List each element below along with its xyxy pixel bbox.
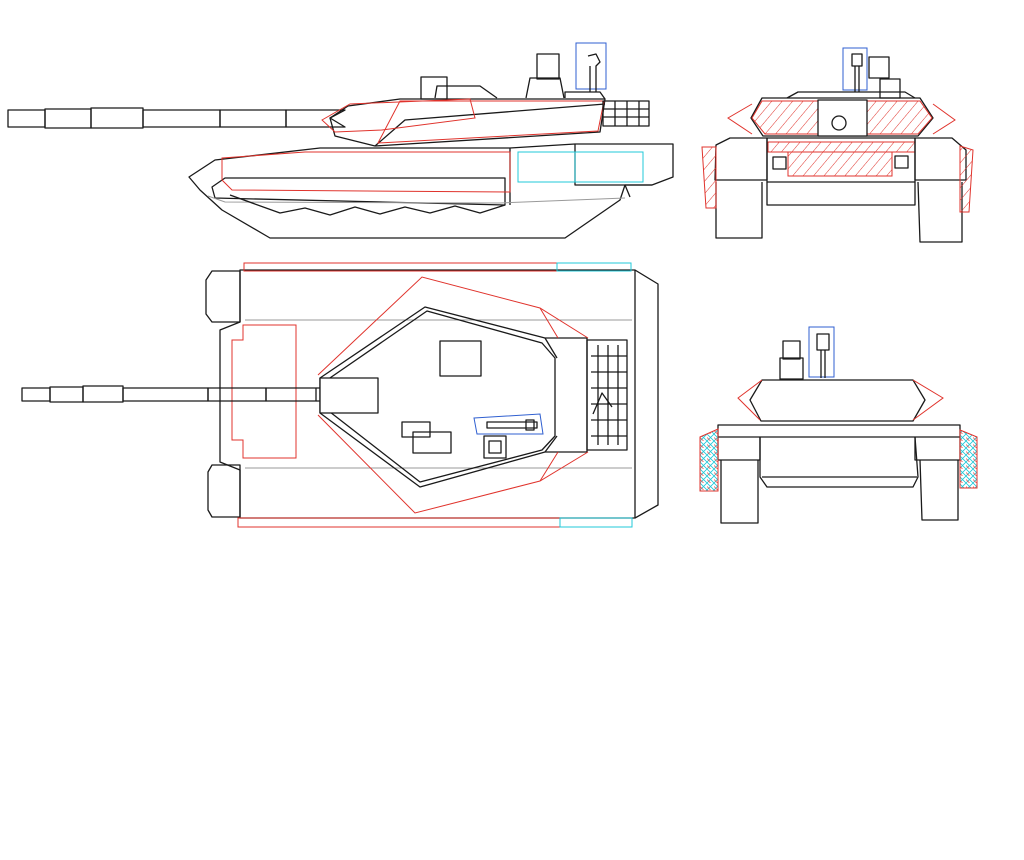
side-turret-grille bbox=[602, 100, 650, 127]
top-commander-sight bbox=[473, 413, 544, 435]
front-view bbox=[701, 47, 974, 243]
side-turret bbox=[321, 53, 606, 147]
front-turret bbox=[727, 47, 956, 137]
rear-turret bbox=[737, 326, 944, 422]
rear-hull bbox=[699, 424, 978, 524]
side-hull bbox=[188, 143, 674, 239]
top-gun-barrel bbox=[21, 385, 356, 403]
top-hull bbox=[205, 262, 659, 528]
rear-view bbox=[699, 326, 978, 524]
top-turret bbox=[317, 276, 589, 514]
side-commander-sight bbox=[575, 42, 607, 92]
side-view bbox=[7, 42, 674, 239]
front-hull bbox=[701, 137, 974, 243]
side-gun-barrel bbox=[7, 107, 346, 129]
top-engine-grille bbox=[586, 339, 628, 451]
top-view bbox=[21, 262, 659, 528]
